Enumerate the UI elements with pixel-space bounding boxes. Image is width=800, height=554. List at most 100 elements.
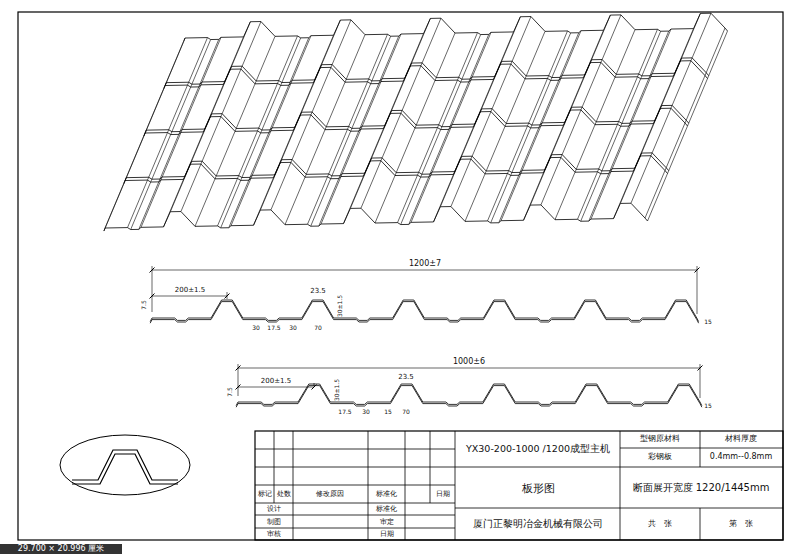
title-block-cell: 日期 [380,531,394,538]
panel-rib-line [411,32,491,222]
panel-rib-line [128,38,208,228]
dimension-line [152,270,697,271]
section-profile [150,302,698,324]
dimension-label: 1000±6 [453,358,485,366]
panel-rib-line [631,13,711,203]
dimension-label: 30±1.5 [334,379,340,401]
panel-rib-line [645,28,725,218]
section-profile [236,386,702,408]
panel-rib-line [254,35,334,225]
dimension-tick [312,385,317,390]
panel-rib-line [434,32,514,222]
dimension-line [700,364,701,398]
panel-rib-line [321,34,401,224]
panel-profile-line [144,108,688,136]
dimension-tick [698,366,703,371]
dimension-label: 15 [384,409,392,415]
title-block-cell: 设计 [267,506,281,513]
sheet-border [18,12,783,540]
panel-profile-line [104,203,648,231]
panel-rib-line [401,35,481,225]
panel-rib-line [488,31,568,221]
panel-profile-line [125,153,669,181]
panel-profile-line [165,58,709,86]
panel-rib-line [308,34,388,224]
title-block-cell: 制图 [267,518,281,525]
panel-rib-line [501,31,581,221]
dimension-label: 200±1.5 [175,287,205,294]
panel-rib-line [170,22,250,212]
section-profile [236,384,702,406]
panel-rib-line [164,37,244,227]
panel-sections [150,300,702,407]
dimension-line [152,296,227,297]
viewer-status-text: 29.700 × 20.996 厘米 [18,545,104,553]
dimension-label: 15 [704,403,712,409]
dimension-tick [695,268,700,273]
dimension-tick [236,366,241,371]
title-block-cell: 审核 [267,531,281,538]
panel-rib-line [530,15,610,205]
title-block-cell: 修改原因 [316,491,344,498]
title-block-cell: 板形图 [522,483,555,494]
title-block-cell: 标记 [258,491,272,498]
panel-rib-line [581,31,661,221]
dimension-line [697,266,698,314]
panel-rib-line [614,29,694,219]
panel-rib-line [591,29,671,219]
title-block-grid [255,431,783,540]
panel-rib-line [195,36,275,226]
title-block-cell: 审定 [380,518,394,525]
panel-rib-line [375,33,455,223]
dimension-label: 23.5 [310,288,326,295]
panel-rib-line [524,30,604,220]
dimension-label: 17.5 [338,409,351,415]
dimension-tick [225,294,230,299]
title-block-cell: 第 张 [729,520,753,528]
panel-rib-line [285,35,365,225]
title-block-cell: 标准化 [376,506,397,513]
panel-rib-line [218,36,298,226]
dimension-label: 30 [289,325,297,331]
title-block-cell: 日期 [436,491,450,498]
dimension-tick [150,294,155,299]
panel-rib-line [465,31,545,221]
panel-rib-line [139,39,219,229]
title-block-cell: 彩钢板 [648,453,672,461]
dimension-tick [236,385,241,390]
dimension-line [314,383,315,386]
panel-rib-line [229,38,309,228]
dimension-line [152,266,153,312]
panel-rib-line [311,36,391,226]
panel-rib-line [620,13,700,203]
viewer-status-bar [0,544,122,554]
panel-rib-line [499,33,579,223]
dimension-label: 30 [252,325,260,331]
dimension-label: 7.5 [227,387,233,397]
dimension-tick [150,268,155,273]
panel-rib-line [350,18,430,208]
dimension-lines [150,266,703,398]
panel-rib-line [221,38,301,228]
panel-profile-line [124,156,668,184]
dimension-label: 15 [704,319,712,325]
dimension-label: 30±1.5 [337,295,343,317]
panel-rib-line [589,31,669,221]
title-block-cell: 共 张 [648,520,672,528]
title-block-cell: YX30-200-1000 /1200成型主机 [466,444,610,454]
panel-rib-line [231,36,311,226]
panel-rib-line [131,40,211,230]
panel-profile-line [145,105,689,133]
dimension-label: 70 [402,409,410,415]
title-block-cell: 标准化 [376,491,397,498]
panel-rib-line [648,31,728,221]
panel-rib-line [319,36,399,226]
dimension-label: 7.5 [141,300,147,310]
dimension-label: 30 [362,409,370,415]
title-block-cell: 处数 [277,491,291,498]
dimension-line [238,368,700,369]
title-block-cell: 断面展开宽度 1220/1445mm [633,483,770,493]
profile-icon [60,435,190,495]
